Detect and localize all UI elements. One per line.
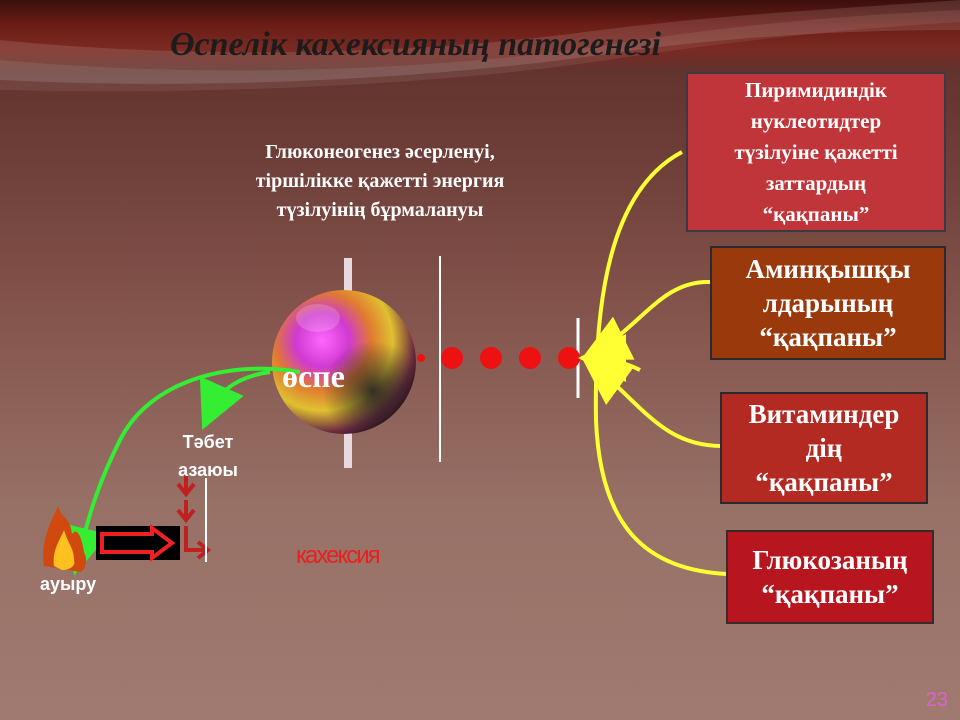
box-line: лдарының	[762, 288, 894, 318]
box-line: “қақпаны”	[755, 467, 893, 497]
appetite-loss-label: Тәбет азаюы	[168, 428, 248, 484]
fire-icon	[43, 506, 87, 572]
red-dots	[417, 347, 580, 369]
vitamin-trap-box: Витаминдер дің “қақпаны”	[720, 392, 928, 504]
page-title: Өспелік кахексияның патогенезі	[170, 26, 661, 63]
subtitle-line: Глюконеогенез әсерленуі,	[265, 141, 495, 163]
subtitle-line: түзілуінің бұрмалануы	[276, 199, 484, 221]
cachexia-arrow-box	[96, 526, 180, 560]
box-line: Витаминдер	[748, 399, 900, 429]
decorative-swoosh	[0, 0, 960, 92]
box-line: заттардың	[765, 170, 867, 195]
cachexia-label: кахексия	[296, 542, 381, 569]
label-line: азаюы	[178, 460, 238, 480]
pain-label: ауыру	[40, 574, 97, 594]
tumor-sphere	[272, 290, 416, 434]
header-band	[0, 0, 960, 70]
page-number: 23	[925, 689, 948, 711]
box-line: дің	[805, 433, 843, 463]
box-line: “қақпаны”	[762, 201, 870, 226]
connector-vitamin	[581, 357, 723, 448]
box-line: “қақпаны”	[761, 579, 899, 609]
box-line: түзілуіне қажетті	[734, 139, 898, 164]
right-arrow-icon	[100, 524, 176, 562]
box-line: Пиримидиндік	[745, 77, 887, 102]
box-line: Аминқышқы	[745, 254, 911, 284]
subtitle-line: тіршілікке қажетті энергия	[255, 170, 505, 192]
glucose-trap-box: Глюкозаның “қақпаны”	[726, 530, 934, 624]
box-line: Глюкозаның	[752, 545, 908, 575]
green-arrow-to-pain	[62, 366, 301, 576]
down-arrows-icon	[176, 474, 212, 560]
box-line: “қақпаны”	[759, 322, 897, 352]
box-line: нуклеотидтер	[750, 108, 882, 133]
pyrimidine-trap-box: Пиримидиндік нуклеотидтер түзілуіне қаже…	[686, 72, 946, 232]
connector-main	[578, 334, 641, 383]
connector-glucose-to-top	[593, 150, 729, 576]
label-line: Тәбет	[182, 432, 234, 452]
subtitle: Глюконеогенез әсерленуі, тіршілікке қаже…	[180, 138, 580, 225]
yellow-connectors	[578, 150, 729, 576]
connector-amino	[580, 279, 711, 360]
green-arrow-short	[199, 370, 271, 430]
amino-acid-trap-box: Аминқышқы лдарының “қақпаны”	[710, 246, 946, 360]
tumor-label: өспе	[282, 358, 345, 394]
